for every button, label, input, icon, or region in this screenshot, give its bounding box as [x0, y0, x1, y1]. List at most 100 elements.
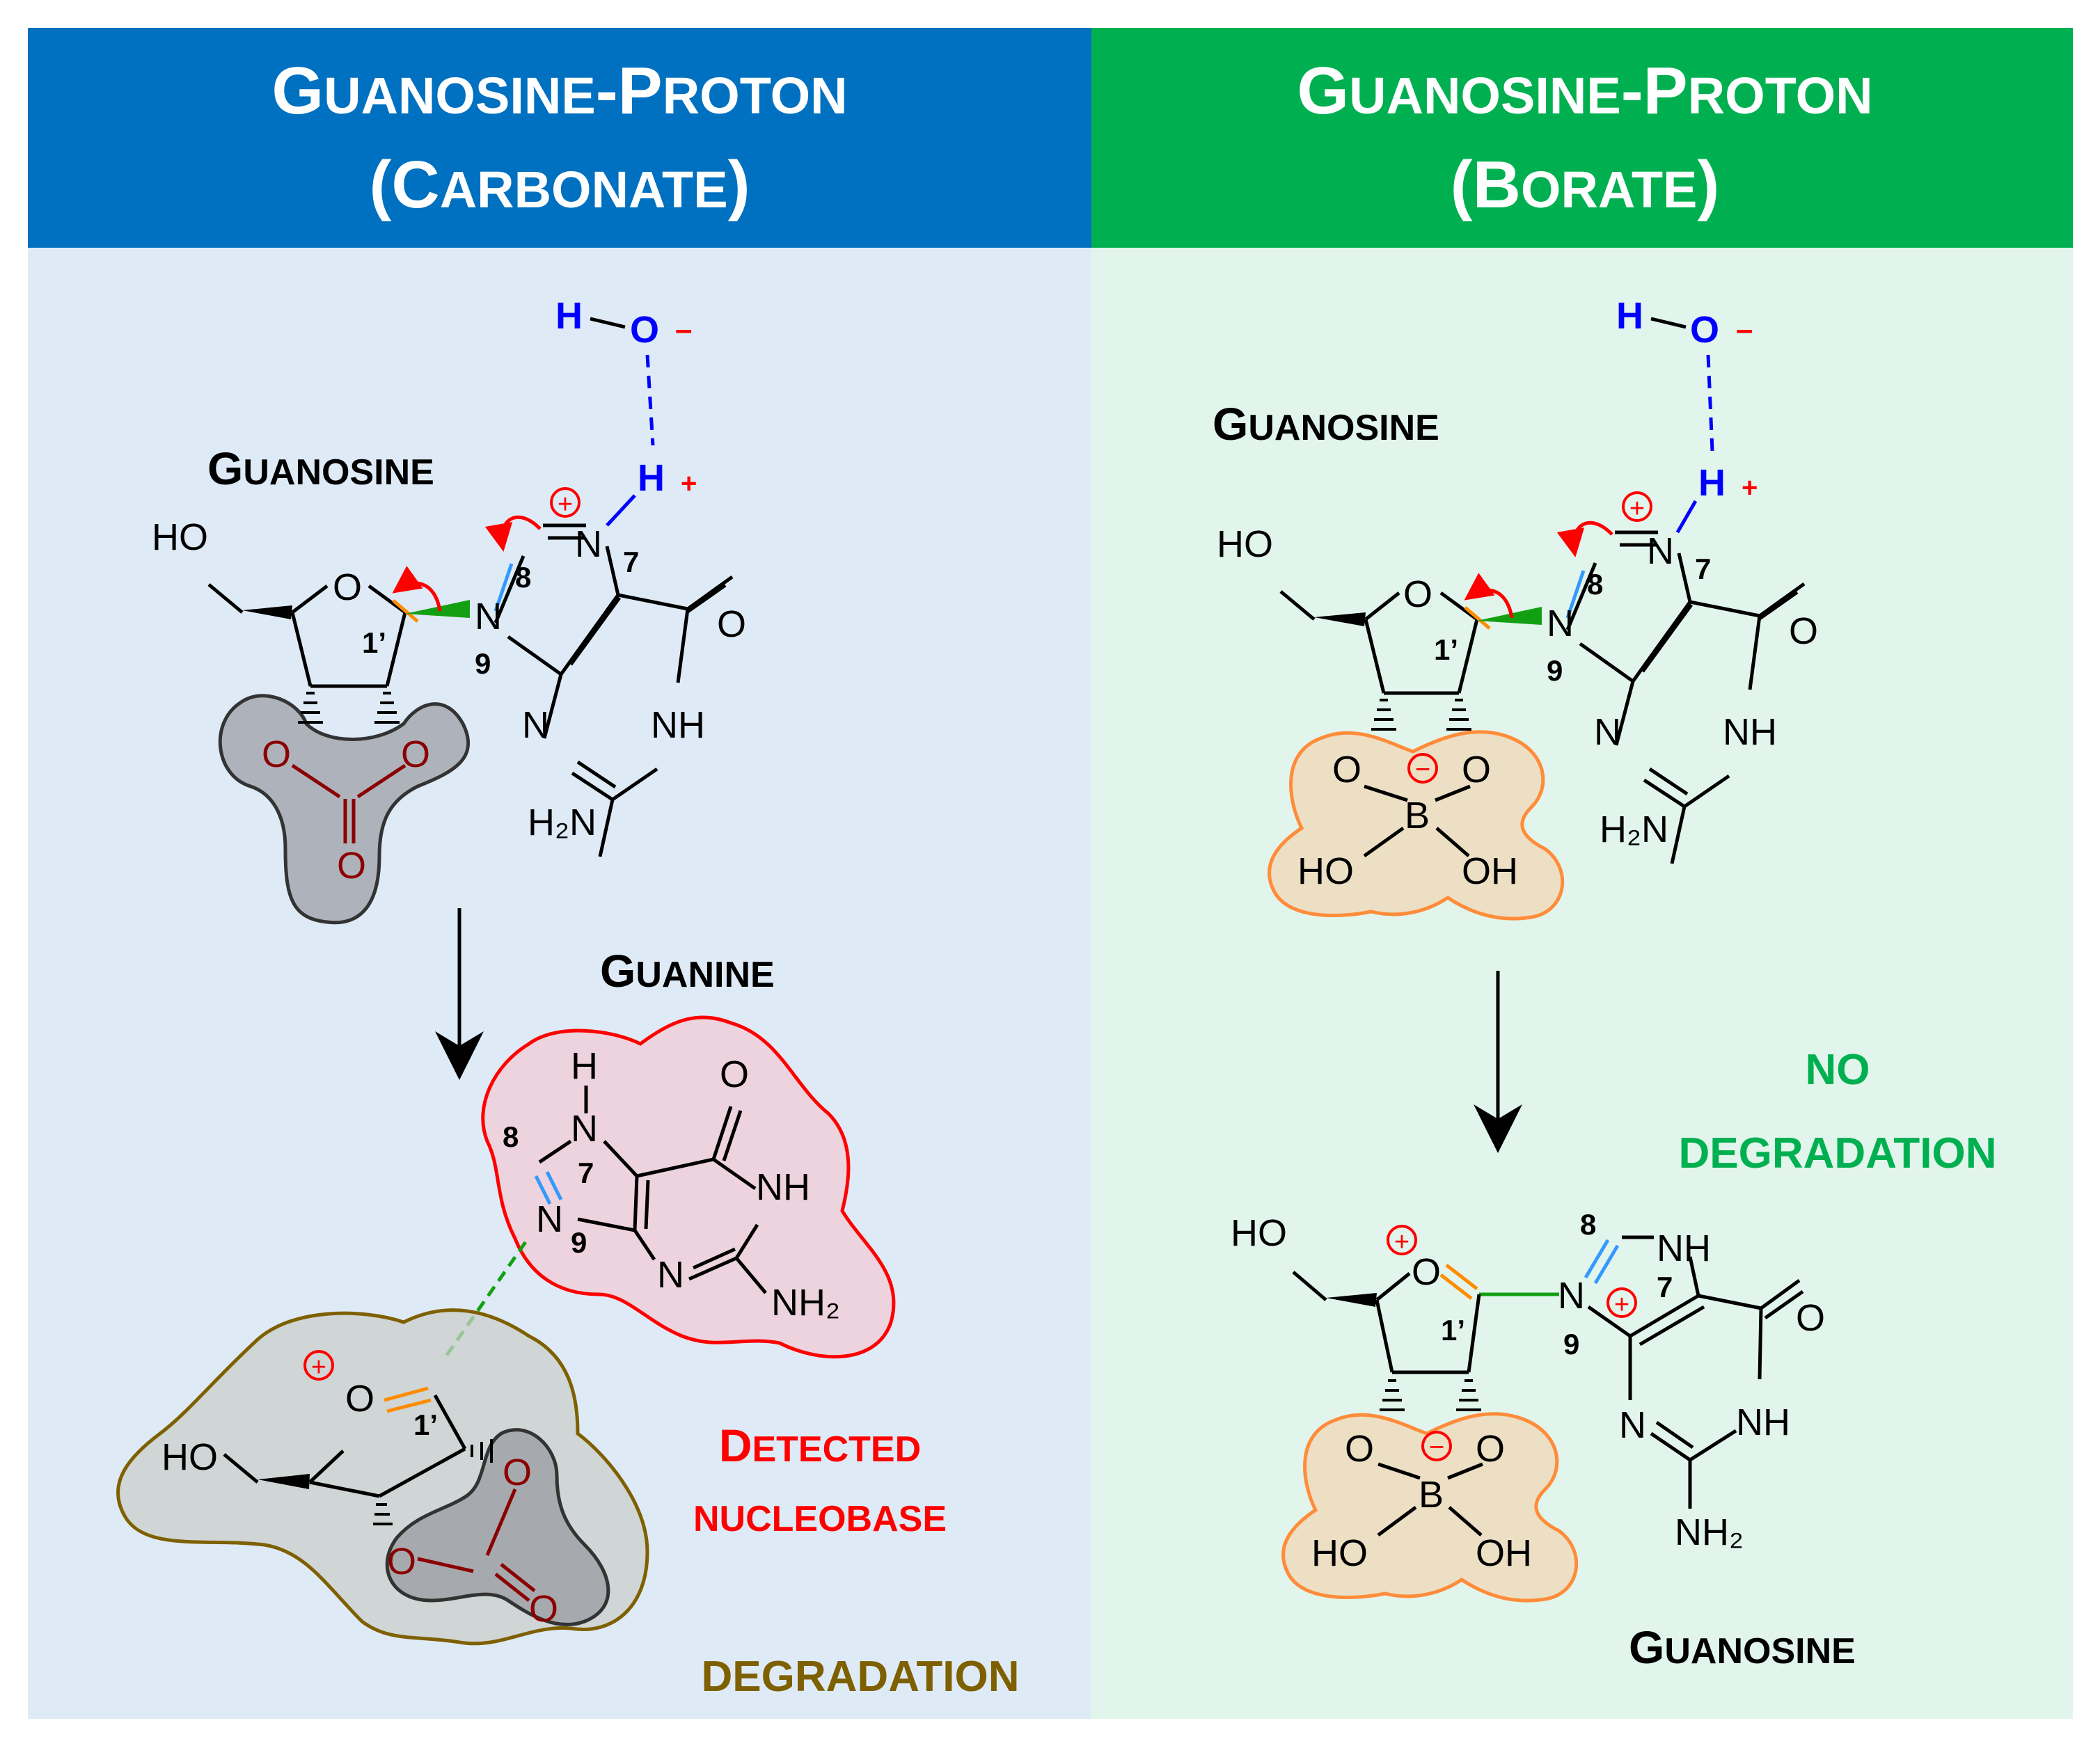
left-guanosine-label: GUANOSINE	[207, 443, 434, 494]
right2-co: O	[1796, 1297, 1825, 1339]
right-arrow-c1	[1464, 573, 1514, 619]
right-proton-h: H	[1698, 462, 1726, 504]
right-hydroxide-minus: –	[1736, 312, 1753, 347]
borate-o-left: O	[1332, 749, 1361, 791]
left-proton-plus: +	[681, 468, 697, 499]
borate-blob-top	[1268, 730, 1565, 921]
borate2-o-right: O	[1476, 1428, 1505, 1470]
left-n7-charge-sign: +	[558, 490, 573, 519]
degradation-label: DEGRADATION	[702, 1653, 1020, 1701]
right-n8-num: 8	[1587, 568, 1603, 601]
degraded-ribose	[223, 1386, 536, 1602]
carbonate-o-bottom: O	[337, 845, 366, 887]
nucleobase-label: NUCLEOBASE	[693, 1499, 947, 1539]
left-co: O	[717, 603, 746, 645]
no-label: NO	[1806, 1046, 1870, 1094]
right-hydroxide-o: O	[1690, 309, 1719, 351]
left-ring-o: O	[333, 566, 362, 608]
left-header-bar	[28, 28, 1091, 248]
degraded-ring-o: O	[345, 1378, 374, 1420]
right2-ho: HO	[1231, 1212, 1287, 1254]
right-header-line1: GUANOSINE-PROTON	[1297, 54, 1872, 128]
right2-nh2: NH₂	[1675, 1511, 1744, 1553]
right2-n8-num: 8	[1580, 1208, 1596, 1241]
right2-n9-charge-sign: +	[1614, 1290, 1629, 1319]
right-hydroxide-h: H	[1616, 295, 1643, 337]
right2-n7-num: 7	[1657, 1271, 1673, 1303]
right2-nh: NH	[1736, 1401, 1790, 1443]
borate2-charge-sign: −	[1429, 1433, 1444, 1462]
borate2-charge	[1421, 1431, 1452, 1461]
carbonate-o-right: O	[401, 733, 430, 775]
right-ho: HO	[1217, 523, 1273, 565]
right2-ring-o: O	[1412, 1251, 1441, 1293]
left-ribose	[207, 583, 470, 724]
borate-blob-bottom	[1281, 1412, 1579, 1603]
carbonate-group-top	[291, 763, 406, 843]
right-n7-num: 7	[1695, 553, 1711, 585]
borate2-ho: HO	[1311, 1532, 1368, 1574]
guanine-nh2: NH₂	[771, 1282, 840, 1324]
left-header-line1: GUANOSINE-PROTON	[271, 54, 847, 128]
borate-o-right: O	[1462, 749, 1491, 791]
right-hbond	[1706, 354, 1714, 452]
borate-charge-sign: −	[1415, 755, 1430, 784]
borate-ho: HO	[1297, 850, 1354, 892]
right2-o-charge-sign: +	[1394, 1228, 1410, 1257]
right-c1-label: 1’	[1434, 633, 1458, 666]
right2-n9-charge	[1606, 1287, 1637, 1318]
right-n3: N	[1594, 711, 1621, 753]
left-hydroxide-h: H	[555, 295, 583, 337]
left-h2n: H₂N	[528, 802, 597, 843]
degraded-carbonate-o1: O	[503, 1452, 532, 1493]
degraded-o-charge	[303, 1350, 334, 1381]
right-n9-num: 9	[1547, 654, 1563, 687]
right-n9: N	[1547, 603, 1574, 644]
right-guanosine-bottom-label: GUANOSINE	[1629, 1621, 1856, 1673]
guanine-n7: N	[571, 1108, 598, 1150]
borate2-b: B	[1419, 1474, 1444, 1516]
no-degradation-label: DEGRADATION	[1679, 1129, 1997, 1177]
borate2-oh: OH	[1476, 1532, 1532, 1574]
left-hydroxide-o: O	[630, 309, 659, 351]
right2-n9-num: 9	[1563, 1328, 1579, 1360]
right-ring-o: O	[1403, 573, 1432, 615]
guanine-n8-num: 8	[503, 1120, 519, 1153]
borate-charge	[1407, 753, 1438, 784]
left-arrow-n8	[484, 515, 542, 552]
left-nh: NH	[651, 704, 705, 746]
degraded-ho: HO	[161, 1436, 218, 1478]
right-base-bottom	[1584, 1235, 1804, 1509]
left-hbond	[645, 354, 655, 446]
right-proton-plus: +	[1742, 473, 1758, 503]
right-header-line2: (BORATE)	[1451, 148, 1720, 222]
left-n7: N	[575, 523, 602, 565]
left-arrow-c1	[392, 566, 442, 612]
right2-n9: N	[1558, 1275, 1585, 1317]
right-arrow-n8	[1556, 521, 1613, 557]
left-header-line2: (CARBONATE)	[369, 148, 750, 222]
left-n9-num: 9	[475, 647, 491, 680]
left-proton-h: H	[638, 457, 665, 499]
right-ribose	[1279, 590, 1542, 858]
guanine-nh: NH	[756, 1166, 810, 1208]
detected-label: DETECTED	[719, 1420, 921, 1471]
guanine-label: GUANINE	[600, 945, 775, 996]
right-n7-charge-sign: +	[1629, 494, 1645, 523]
left-ho: HO	[152, 516, 208, 558]
right-header-bar	[1091, 28, 2073, 248]
guanine-structure	[534, 1086, 767, 1294]
degraded-carbonate-o3: O	[529, 1588, 558, 1630]
right2-n3: N	[1619, 1404, 1646, 1446]
right2-c1-label: 1’	[1441, 1314, 1465, 1347]
right-panel-bg	[1091, 28, 2073, 1719]
right-n7-charge	[1622, 491, 1652, 522]
right-nh: NH	[1723, 711, 1777, 753]
guanine-n3: N	[657, 1254, 684, 1296]
guanine-n9-num: 9	[571, 1226, 587, 1259]
degraded-o-charge-sign: +	[311, 1353, 326, 1382]
left-n7-charge	[550, 487, 581, 518]
guanine-o: O	[720, 1054, 749, 1095]
borate2-o-left: O	[1345, 1428, 1374, 1470]
